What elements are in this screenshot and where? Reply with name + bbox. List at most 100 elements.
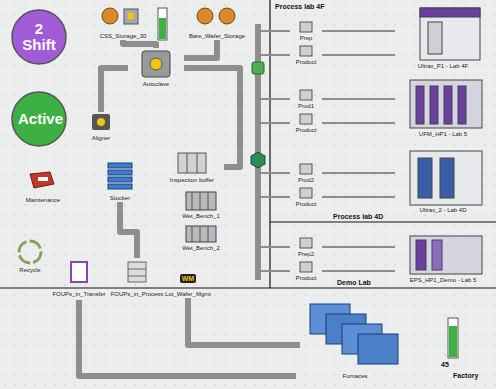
junction-icon xyxy=(252,62,264,74)
node-label: CSS_Storage_30 xyxy=(99,33,148,40)
area-label: Factory xyxy=(452,372,479,380)
aligner-station: Aligner xyxy=(78,112,124,142)
node-label: Prod2 xyxy=(297,177,315,184)
conveyor-pipe xyxy=(120,202,137,258)
port-link xyxy=(322,54,395,56)
area-label: Process lab 4D xyxy=(332,213,384,221)
badge-text: WM xyxy=(180,274,196,283)
tool-port: Product xyxy=(290,186,322,208)
node-label: Product xyxy=(295,127,318,134)
node-label: Wet_Bench_2 xyxy=(181,245,221,252)
node-label: Autoclave xyxy=(142,81,170,88)
maintenance-icon xyxy=(38,177,48,181)
autoclave-icon xyxy=(150,58,162,70)
autoclave-station: Autoclave xyxy=(128,48,184,88)
process-tool: UFM_HP1 - Lab 5 xyxy=(395,76,491,138)
storage-station: CSS_Storage_30 xyxy=(92,6,154,40)
stocker-station: Stocker xyxy=(100,160,140,202)
tool-port: Product xyxy=(290,260,322,282)
shift-badge: 2 Shift xyxy=(10,8,68,66)
port-link xyxy=(322,30,395,32)
area-label: Demo Lab xyxy=(336,279,372,287)
port-link xyxy=(322,270,395,272)
node-label: FOUPs_in_Process xyxy=(110,291,165,298)
autoclave-icon xyxy=(142,51,170,77)
node-label: Stocker xyxy=(109,195,131,202)
furnace-icon xyxy=(310,304,398,364)
port-link xyxy=(322,172,395,174)
node-label: Product xyxy=(295,201,318,208)
level-bar xyxy=(449,326,457,357)
status-badge: Active xyxy=(10,90,68,148)
node-label: 2 Shift xyxy=(17,21,61,53)
port-link xyxy=(322,196,395,198)
process-tool: Ultrax_2 - Lab 4D xyxy=(395,148,491,214)
conveyor-pipe xyxy=(184,68,240,167)
node-label: Product xyxy=(295,59,318,66)
tool-icon xyxy=(410,8,482,274)
node-label: Prep xyxy=(299,35,314,42)
aligner-icon xyxy=(97,118,105,126)
foup-station: FOUPs_in_Transfer xyxy=(49,258,109,298)
tool-port: Product xyxy=(290,112,322,134)
conveyor-pipe xyxy=(184,40,217,58)
foup-station: FOUPs_in_Process xyxy=(108,258,167,298)
node-label: Active xyxy=(17,111,61,127)
tank-icon xyxy=(102,8,118,24)
wet-bench: Wet_Bench_2 xyxy=(176,224,226,252)
tool-port: Product xyxy=(290,44,322,66)
node-label: Bare_Wafer_Storage xyxy=(188,33,246,40)
level-bar xyxy=(158,8,167,40)
recycle-icon xyxy=(19,241,41,263)
area-label: Process lab 4F xyxy=(274,3,325,11)
junction-icon xyxy=(251,152,265,168)
node-label: Aligner xyxy=(91,135,112,142)
tool-port: Prod2 xyxy=(290,162,322,184)
node-label: UFM_HP1 - Lab 5 xyxy=(418,131,468,138)
buffer-icon xyxy=(178,153,206,173)
node-label: EPS_HP1_Demo - Lab 5 xyxy=(409,277,478,284)
buffer-station: Inspection buffer xyxy=(160,150,224,184)
tool-port: Prep xyxy=(290,20,322,42)
tank-icon xyxy=(197,8,213,24)
maintenance-station: Maintenance xyxy=(18,168,68,204)
maintenance-icon xyxy=(30,172,54,188)
cabinet-icon xyxy=(124,9,138,24)
node-label: Maintenance xyxy=(25,197,61,204)
conveyor-pipe xyxy=(123,40,156,48)
node-label: Recycle xyxy=(18,267,41,274)
tool-port: Prep2 xyxy=(290,236,322,258)
shelf-icon xyxy=(128,262,146,282)
stocker-icon xyxy=(108,163,132,189)
wafer-mgmt-station: WM Lot_Wafer_Mgmt xyxy=(160,258,216,298)
node-label: Lot_Wafer_Mgmt xyxy=(164,291,212,298)
process-tool: EPS_HP1_Demo - Lab 5 xyxy=(395,232,491,284)
storage-station: Bare_Wafer_Storage xyxy=(182,6,252,40)
lab-separators xyxy=(0,0,496,288)
node-label: Prep2 xyxy=(297,251,315,258)
node-label: Product xyxy=(295,275,318,282)
level-bar xyxy=(159,18,166,39)
node-label: FOUPs_in_Transfer xyxy=(51,291,106,298)
node-label: Inspection buffer xyxy=(169,177,215,184)
wet-bench: Wet_Bench_1 xyxy=(176,190,226,220)
tool-port: Prod1 xyxy=(290,88,322,110)
furnace-group: Furnaces xyxy=(300,300,410,380)
port-link xyxy=(322,246,395,248)
recycle-station: Recycle xyxy=(10,236,50,274)
node-label: Furnaces xyxy=(341,373,368,380)
node-label: Ultrax_2 - Lab 4D xyxy=(418,207,467,214)
foup-icon xyxy=(71,262,87,282)
port-link xyxy=(322,122,395,124)
node-label: Wet_Bench_1 xyxy=(181,213,221,220)
level-value: 45 xyxy=(440,361,450,369)
node-label: Prod1 xyxy=(297,103,315,110)
node-label: Ultrax_P1 - Lab 4F xyxy=(417,63,469,70)
port-link xyxy=(322,98,395,100)
process-tool: Ultrax_P1 - Lab 4F xyxy=(395,6,491,70)
conveyor-pipe xyxy=(188,298,300,345)
conveyor-pipe xyxy=(101,68,128,112)
